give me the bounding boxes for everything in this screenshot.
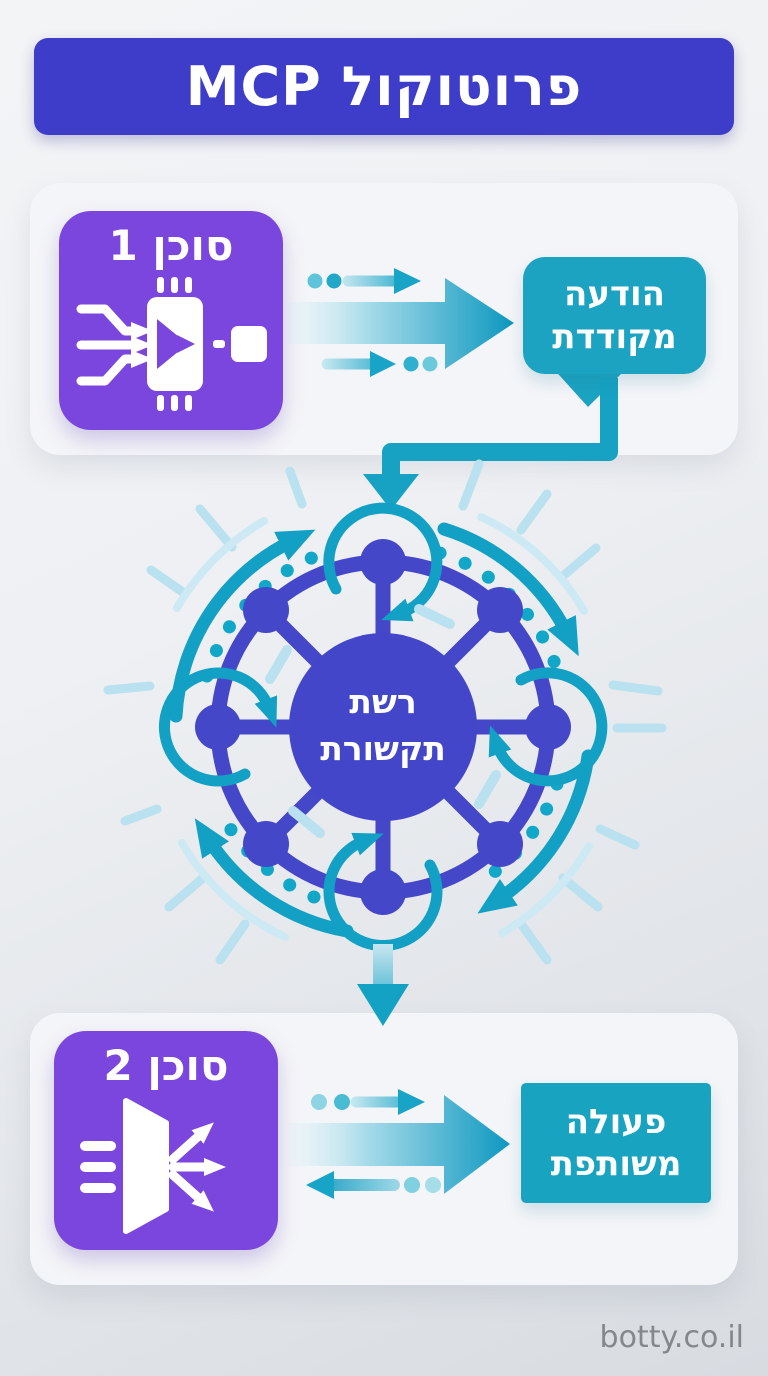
output-square <box>231 326 267 362</box>
page-title: פרוטוקול MCP <box>185 55 583 118</box>
arrow-down-into-network <box>363 474 419 510</box>
chip-pins <box>157 277 192 411</box>
action-line2: משותפת <box>550 1144 682 1184</box>
funnel-door <box>123 1098 169 1234</box>
inner-dashes <box>265 604 501 838</box>
hub-spokes <box>212 556 554 898</box>
bubble-line2: מקודדת <box>552 316 677 357</box>
joint-action-box: פעולה משותפת <box>521 1083 711 1203</box>
outgoing-arrows <box>168 1122 226 1212</box>
agent1-card: סוכן 1 <box>59 211 283 430</box>
chip-merge-in-icon <box>76 277 267 411</box>
network-label-line1: רשת <box>349 682 416 721</box>
connector-dash <box>213 340 225 348</box>
watermark-text: botty.co.il <box>599 1320 744 1355</box>
node-swirl-arrows <box>159 502 608 951</box>
agent1-label: סוכן 1 <box>108 221 234 270</box>
network-hub-circle <box>289 633 477 821</box>
action-line1: פעולה <box>565 1101 667 1142</box>
chip-funnel-glyph <box>157 319 195 369</box>
bubble-line1: הודעה <box>563 274 666 314</box>
incoming-arrows <box>76 304 153 386</box>
network-diagram: רשת תקשורת <box>103 459 667 1026</box>
agent2-label: סוכן 2 <box>103 1041 229 1090</box>
hub-ring <box>210 554 556 900</box>
input-bars <box>80 1141 116 1193</box>
rotation-arrows <box>169 522 595 938</box>
light-arcs <box>173 513 593 941</box>
light-rays <box>103 459 667 965</box>
hub-nodes <box>195 539 571 915</box>
encoded-message-bubble: הודעה מקודדת <box>523 257 706 374</box>
header-banner: פרוטוקול MCP <box>34 38 734 135</box>
funnel-fan-out-icon <box>80 1098 226 1234</box>
dotted-arcs <box>200 546 564 904</box>
network-label-line2: תקשורת <box>320 729 446 768</box>
agent2-card: סוכן 2 <box>54 1031 278 1250</box>
